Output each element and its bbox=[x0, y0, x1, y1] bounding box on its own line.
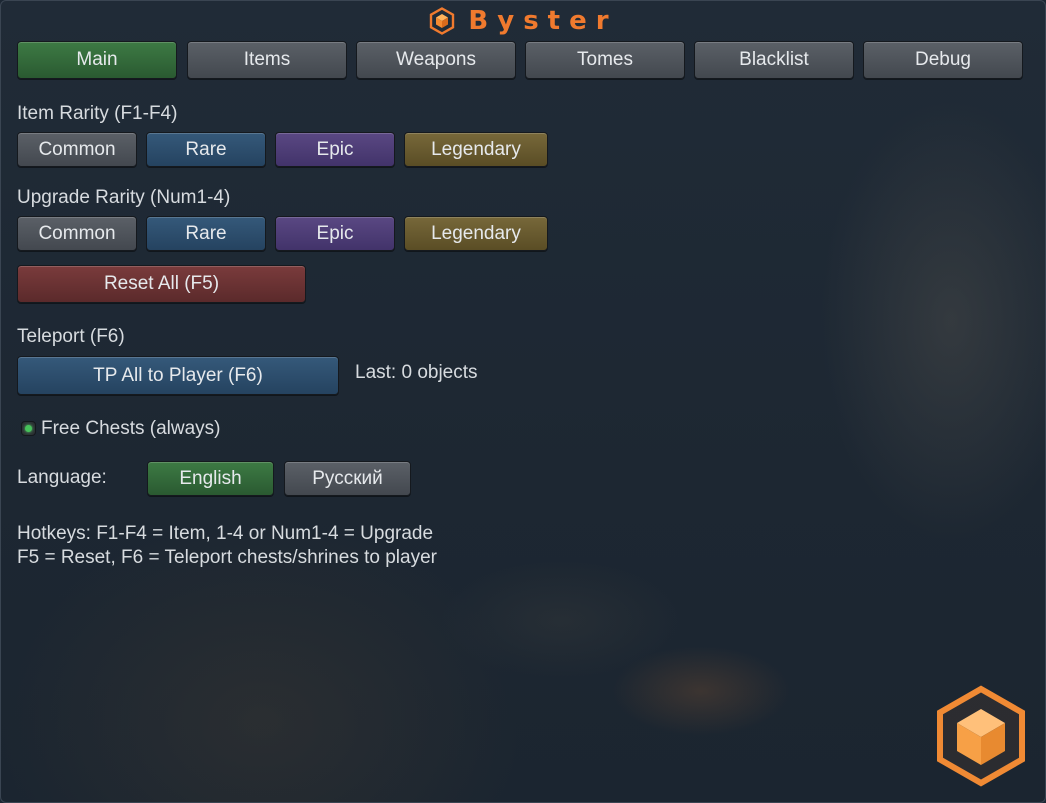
tp-all-to-player-label: TP All to Player (F6) bbox=[93, 364, 263, 386]
language-russian-button[interactable]: Русский bbox=[284, 461, 411, 496]
tab-items[interactable]: Items bbox=[187, 41, 347, 79]
upgrade-rarity-legendary-button[interactable]: Legendary bbox=[404, 216, 548, 251]
item-rarity-common-button[interactable]: Common bbox=[17, 132, 137, 167]
hotkeys-line-2: F5 = Reset, F6 = Teleport chests/shrines… bbox=[17, 547, 437, 568]
free-chests-label: Free Chests (always) bbox=[41, 418, 221, 439]
tab-main[interactable]: Main bbox=[17, 41, 177, 79]
tab-blacklist-label: Blacklist bbox=[739, 49, 809, 70]
tab-weapons[interactable]: Weapons bbox=[356, 41, 516, 79]
teleport-label: Teleport (F6) bbox=[17, 326, 125, 347]
tab-items-label: Items bbox=[243, 49, 291, 70]
upgrade-rarity-legendary-label: Legendary bbox=[431, 222, 521, 244]
item-rarity-rare-label: Rare bbox=[185, 138, 227, 160]
hexagon-cube-icon bbox=[430, 7, 455, 35]
upgrade-rarity-epic-label: Epic bbox=[316, 222, 354, 244]
upgrade-rarity-common-button[interactable]: Common bbox=[17, 216, 137, 251]
upgrade-rarity-epic-button[interactable]: Epic bbox=[275, 216, 395, 251]
language-russian-label: Русский bbox=[312, 467, 383, 489]
language-label: Language: bbox=[17, 467, 107, 488]
language-english-button[interactable]: English bbox=[147, 461, 274, 496]
hotkeys-line-1: Hotkeys: F1-F4 = Item, 1-4 or Num1-4 = U… bbox=[17, 523, 434, 544]
reset-all-label: Reset All (F5) bbox=[103, 273, 220, 294]
item-rarity-legendary-label: Legendary bbox=[431, 138, 521, 160]
upgrade-rarity-common-label: Common bbox=[38, 222, 116, 244]
item-rarity-common-label: Common bbox=[38, 138, 116, 160]
item-rarity-epic-button[interactable]: Epic bbox=[275, 132, 395, 167]
tab-debug-label: Debug bbox=[915, 49, 971, 70]
title-bar: Byster bbox=[1, 5, 1045, 37]
upgrade-rarity-rare-button[interactable]: Rare bbox=[146, 216, 266, 251]
reset-all-button[interactable]: Reset All (F5) bbox=[17, 265, 306, 303]
item-rarity-epic-label: Epic bbox=[316, 138, 354, 160]
upgrade-rarity-rare-label: Rare bbox=[185, 222, 227, 244]
tp-all-to-player-button[interactable]: TP All to Player (F6) bbox=[17, 356, 339, 395]
tab-weapons-label: Weapons bbox=[396, 49, 476, 70]
free-chests-toggle[interactable] bbox=[21, 421, 36, 436]
hexagon-cube-logo-icon bbox=[937, 685, 1025, 787]
app-title: Byster bbox=[468, 6, 618, 36]
language-english-label: English bbox=[179, 467, 242, 489]
tab-tomes[interactable]: Tomes bbox=[525, 41, 685, 79]
tab-blacklist[interactable]: Blacklist bbox=[694, 41, 854, 79]
upgrade-rarity-label: Upgrade Rarity (Num1-4) bbox=[17, 187, 231, 208]
item-rarity-rare-button[interactable]: Rare bbox=[146, 132, 266, 167]
tab-main-label: Main bbox=[76, 49, 118, 70]
item-rarity-legendary-button[interactable]: Legendary bbox=[404, 132, 548, 167]
tab-debug[interactable]: Debug bbox=[863, 41, 1023, 79]
teleport-status: Last: 0 objects bbox=[355, 362, 478, 383]
item-rarity-label: Item Rarity (F1-F4) bbox=[17, 103, 178, 124]
tab-tomes-label: Tomes bbox=[577, 49, 633, 70]
